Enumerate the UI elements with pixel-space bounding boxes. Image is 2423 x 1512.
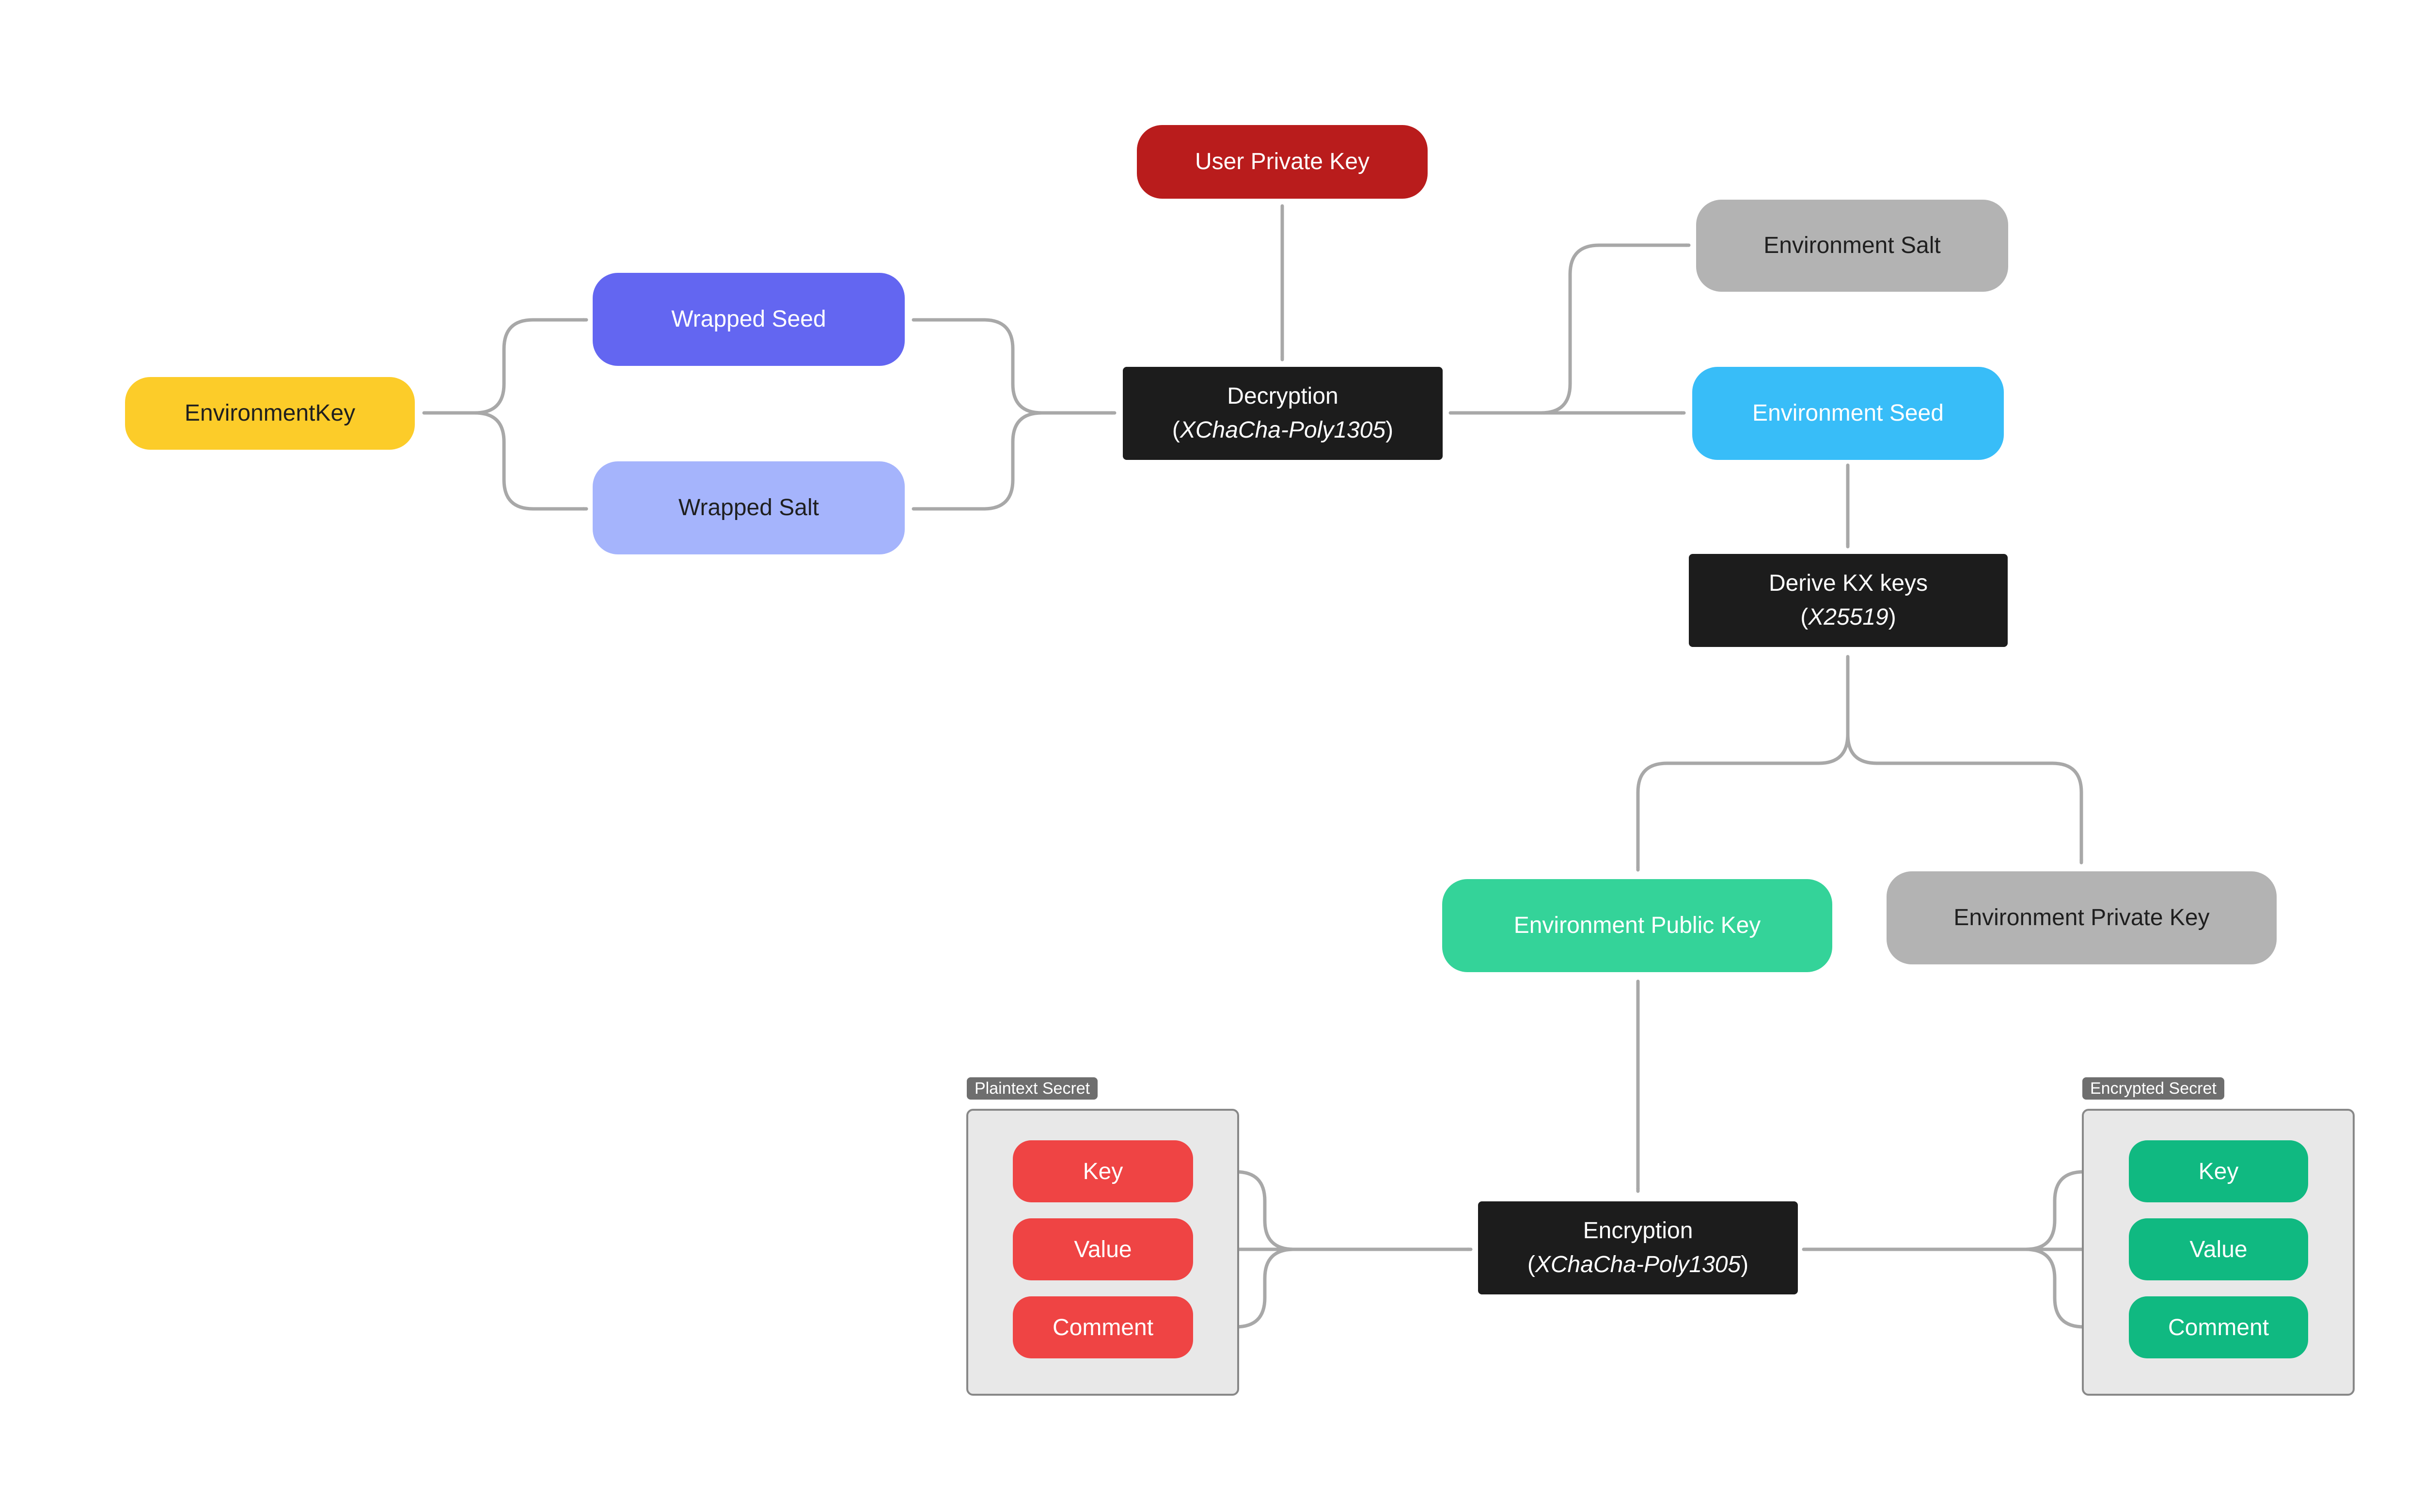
plaintext-secret-label: Plaintext Secret [967,1077,1098,1100]
edge-derive-private-key [1846,732,2083,865]
plaintext-key-item: Key [1013,1140,1193,1202]
decryption-title: Decryption [1227,383,1338,410]
encryption-node: Encryption (XChaCha-Poly1305) [1478,1201,1798,1294]
edge-wrapped-seed-decryption [912,318,1117,415]
environment-salt-label: Environment Salt [1763,233,1941,259]
wrapped-salt-label: Wrapped Salt [678,495,819,521]
environment-salt-node: Environment Salt [1696,200,2008,292]
encrypted-value-item: Value [2129,1218,2308,1280]
environment-seed-label: Environment Seed [1752,400,1944,426]
decryption-node: Decryption (XChaCha-Poly1305) [1123,367,1443,460]
plaintext-comment-item: Comment [1013,1296,1193,1358]
encryption-algorithm: (XChaCha-Poly1305) [1527,1252,1749,1277]
encrypted-comment-item: Comment [2129,1296,2308,1358]
edge-encryption-comment [2024,1247,2124,1329]
derive-kx-keys-node: Derive KX keys (X25519) [1689,554,2008,647]
plaintext-value-item: Value [1013,1218,1193,1280]
environment-seed-node: Environment Seed [1692,367,2004,460]
wrapped-seed-label: Wrapped Seed [671,306,826,332]
environment-private-key-label: Environment Private Key [1953,905,2210,931]
decryption-algorithm: (XChaCha-Poly1305) [1172,417,1394,443]
encryption-title: Encryption [1583,1218,1693,1244]
edge-wrapped-salt-decryption [912,411,1044,511]
environment-public-key-node: Environment Public Key [1442,879,1832,972]
edge-plaintext-comment [1199,1247,1296,1329]
encrypted-key-item: Key [2129,1140,2308,1202]
user-private-key-node: User Private Key [1137,125,1428,199]
environment-private-key-node: Environment Private Key [1887,871,2277,964]
edge-envkey-wrapped-salt [473,411,588,511]
environment-public-key-label: Environment Public Key [1513,913,1761,939]
edge-plaintext-key [1199,1170,1296,1251]
edge-decryption-environment-salt [1539,243,1691,415]
environment-key-label: EnvironmentKey [184,400,356,426]
encrypted-secret-label: Encrypted Secret [2082,1077,2224,1100]
edge-encryption-key [2024,1170,2124,1251]
wrapped-seed-node: Wrapped Seed [593,273,905,366]
user-private-key-label: User Private Key [1195,149,1370,175]
edge-envkey-wrapped-seed [422,318,588,415]
edge-derive-public-key [1636,655,1850,872]
environment-key-node: EnvironmentKey [125,377,415,450]
derive-kx-keys-title: Derive KX keys [1768,570,1928,597]
derive-kx-keys-algorithm: (X25519) [1800,604,1896,630]
wrapped-salt-node: Wrapped Salt [593,461,905,554]
